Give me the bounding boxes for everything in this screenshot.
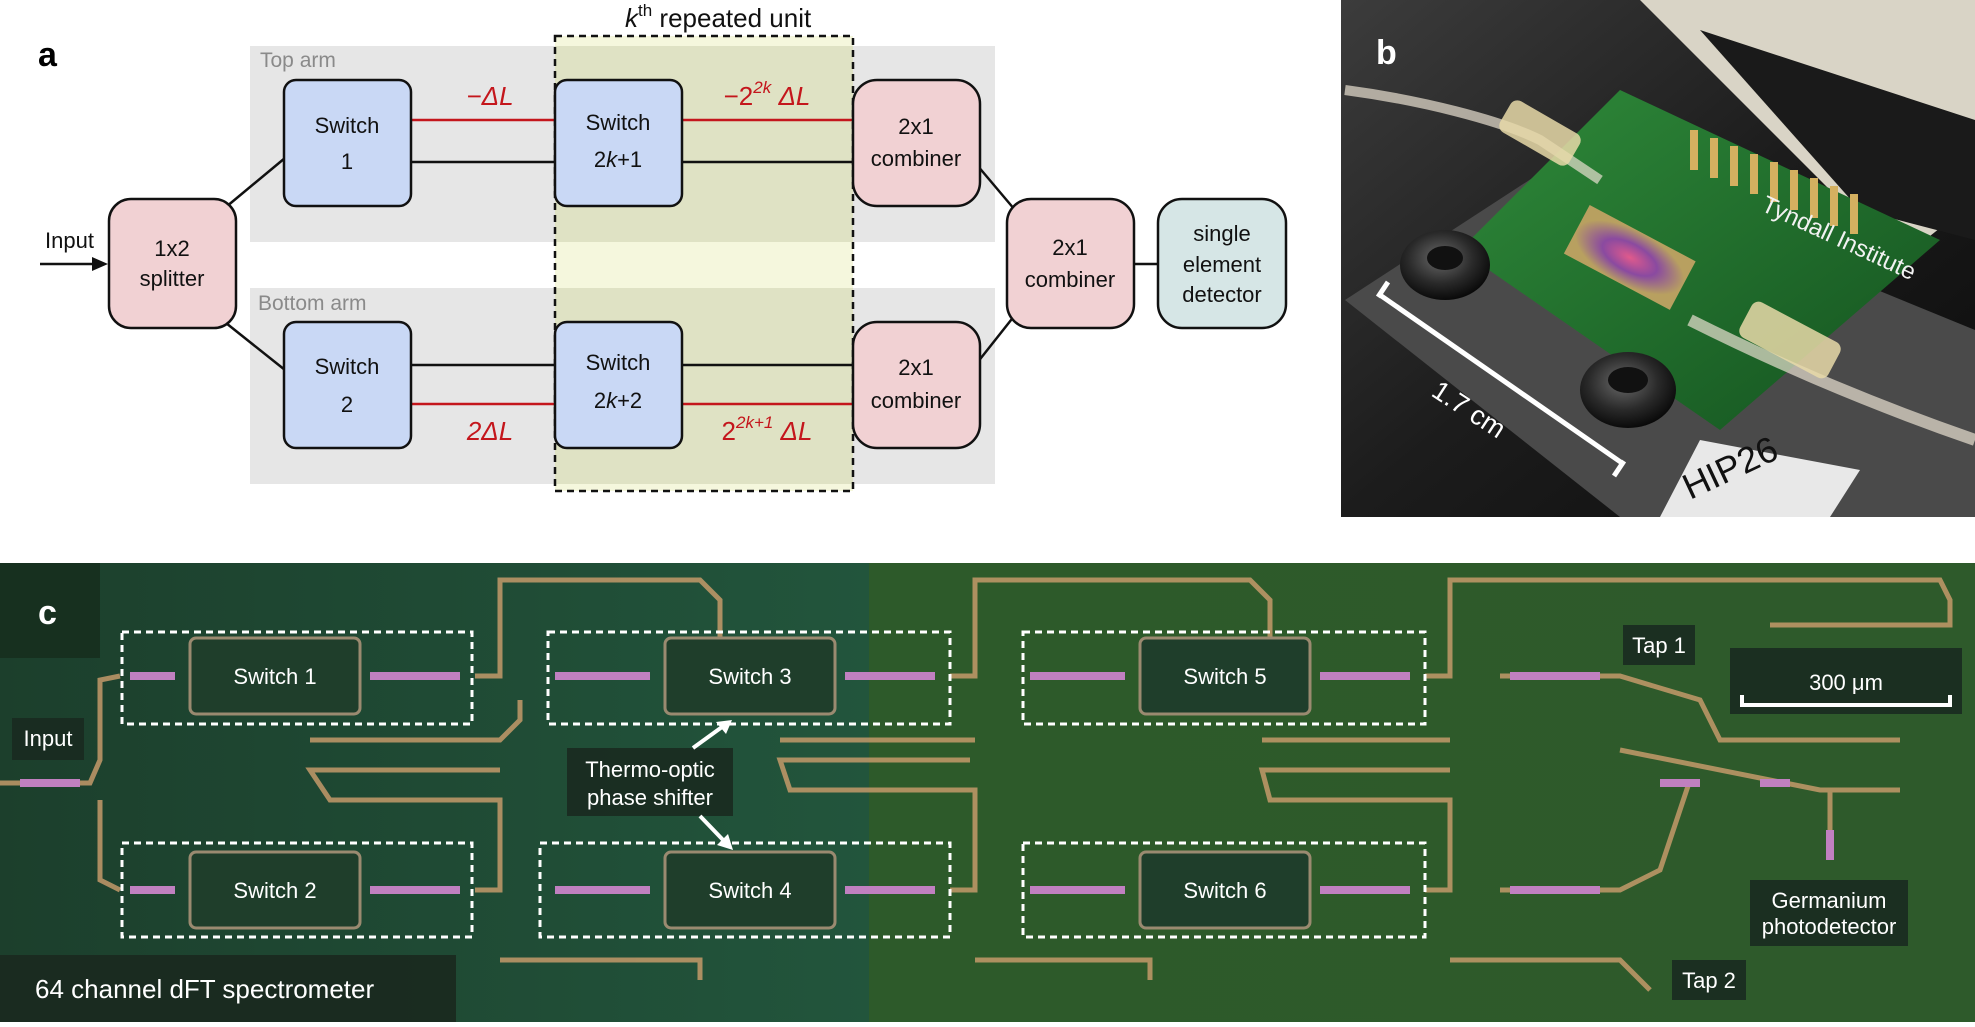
detector-label-2: element: [1183, 252, 1261, 277]
switch-cells: [188, 636, 1312, 930]
black-waveguides: [40, 157, 1160, 371]
delay-label-bottom-1: 2ΔL: [466, 416, 513, 446]
panel-b-letter: b: [1376, 34, 1397, 72]
detector-box: [1156, 197, 1288, 330]
switch-1-number: 1: [341, 149, 353, 174]
phase-shifter-label-1: Thermo-optic: [585, 757, 715, 782]
waveguide-network: [0, 577, 1953, 992]
connector-header: [1700, 30, 1975, 240]
scale-bar-c: [1740, 695, 1952, 707]
caption-text: 64 channel dFT spectrometer: [35, 974, 374, 1004]
combiner-final-label-2: combiner: [1025, 267, 1115, 292]
red-delay-lines: [411, 118, 855, 406]
switch-2k-plus-1-box: [553, 78, 684, 208]
photonic-chip: [1563, 204, 1696, 310]
fiber-ferrule-left: [1499, 100, 1581, 166]
input-label-c: Input: [24, 726, 73, 751]
arrowhead-up: [716, 720, 732, 734]
splitter-label-1: 1x2: [154, 236, 189, 261]
caption-bg: [0, 955, 456, 1022]
input-arrowhead: [92, 257, 108, 271]
switch-2k-plus-2-label: Switch: [586, 350, 651, 375]
combiner-bottom-label-1: 2x1: [898, 355, 933, 380]
pcb-board: [1460, 90, 1940, 430]
switch-1-label-c: Switch 1: [233, 664, 316, 689]
phase-shifter-label-bg: [567, 748, 733, 816]
detector-label-bg: [1750, 880, 1908, 946]
arrowhead-down: [717, 834, 733, 850]
input-label-bg: [12, 718, 84, 760]
switch-2k-plus-2-number: 2k+2: [594, 388, 642, 413]
input-label: Input: [45, 228, 94, 253]
switch-2k-plus-1-number: 2k+1: [594, 147, 642, 172]
delay-label-bottom-2: 22k+1 ΔL: [722, 413, 813, 446]
detector-label-3: detector: [1182, 282, 1262, 307]
switch-3-label-c: Switch 3: [708, 664, 791, 689]
tap-1-label: Tap 1: [1632, 633, 1686, 658]
optical-fiber-right: [1687, 314, 1975, 446]
bottom-arm-label: Bottom arm: [258, 292, 367, 315]
delay-label-top-2: −22k ΔL: [724, 78, 811, 111]
tap-1-label-bg: [1623, 625, 1695, 665]
scale-bar-c-label: 300 μm: [1809, 670, 1883, 695]
switch-dashed-outlines: [120, 630, 1427, 939]
combiner-final-box: [1005, 197, 1136, 330]
switch-2-label: Switch: [315, 354, 380, 379]
switch-2-label-c: Switch 2: [233, 878, 316, 903]
splitter-box: [107, 197, 238, 330]
switch-4-label-c: Switch 4: [708, 878, 791, 903]
combiner-top-label-2: combiner: [871, 146, 961, 171]
panel-c-micrograph: Switch 1 Switch 2 Switch 3 Switch 4 Swit…: [0, 563, 1975, 1022]
switch-1-label: Switch: [315, 113, 380, 138]
splitter-label-2: splitter: [140, 266, 205, 291]
delay-label-top-1: −ΔL: [466, 81, 513, 111]
combiner-top-label-1: 2x1: [898, 114, 933, 139]
corner-patch: [0, 563, 100, 658]
switch-6-label-c: Switch 6: [1183, 878, 1266, 903]
phase-shifter-heaters: [20, 672, 1834, 894]
panel-c-letter: c: [38, 594, 57, 632]
combiner-final-label-1: 2x1: [1052, 235, 1087, 260]
fiber-ferrule-right: [1739, 301, 1841, 379]
panel-a-letter: a: [38, 36, 58, 74]
chip-id-sticker: [1660, 440, 1860, 517]
switch-2k-plus-1-label: Switch: [586, 110, 651, 135]
repeated-unit-title: kth repeated unit: [625, 1, 812, 33]
switch-2-number: 2: [341, 392, 353, 417]
tap-2-label: Tap 2: [1682, 968, 1736, 993]
phase-shifter-arrows: [691, 725, 727, 844]
panel-a-schematic: a Top arm Bottom arm kth repeated unit: [38, 1, 1288, 493]
panel-b-photo: Tyndall Institute HIP26 1.7 cm b: [1341, 0, 1975, 517]
gold-pins: [1690, 130, 1858, 234]
switch-1-box: [282, 78, 413, 208]
detector-label-c-1: Germanium: [1772, 888, 1887, 913]
combiner-top-box: [851, 78, 982, 208]
switch-2-box: [282, 320, 413, 450]
detector-label-c-2: photodetector: [1762, 914, 1897, 939]
switch-5-label-c: Switch 5: [1183, 664, 1266, 689]
scale-bar-b: [1375, 280, 1627, 478]
combiner-bottom-label-2: combiner: [871, 388, 961, 413]
combiner-bottom-box: [851, 320, 982, 450]
repeated-unit-border: [553, 34, 855, 493]
switch-2k-plus-2-box: [553, 320, 684, 450]
detector-label-1: single: [1193, 221, 1250, 246]
top-arm-label: Top arm: [260, 49, 336, 72]
tap-2-label-bg: [1672, 960, 1746, 1000]
phase-shifter-label-2: phase shifter: [587, 785, 713, 810]
